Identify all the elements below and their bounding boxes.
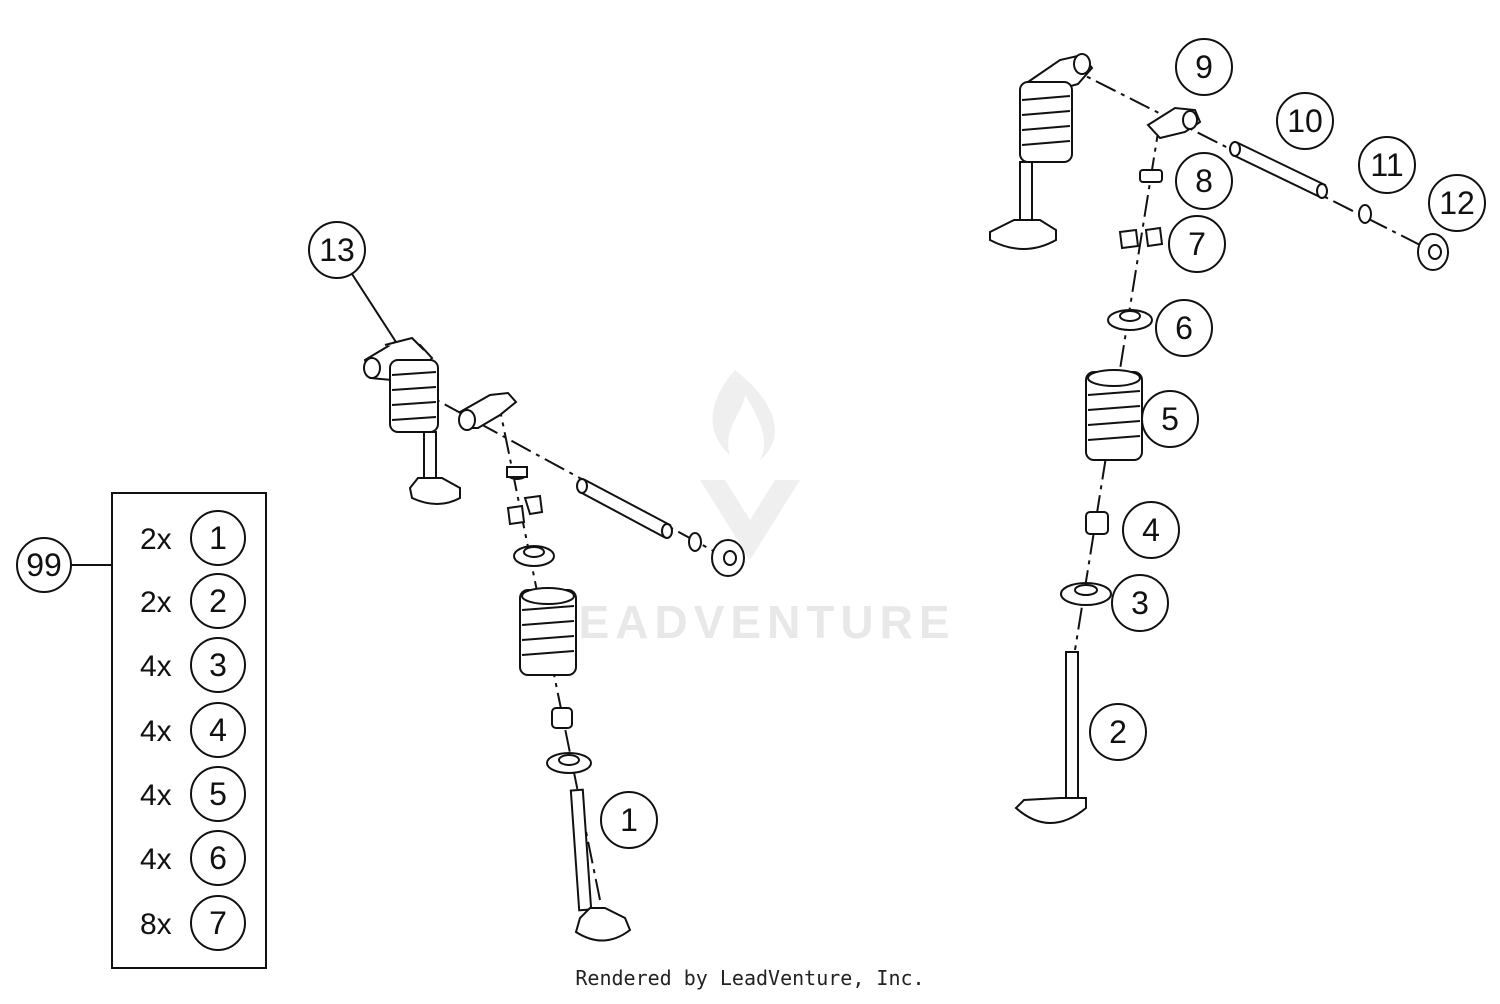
callout-3: 3 [1111,574,1169,632]
kit-row: 4x 5 [140,766,246,822]
kit-qty: 2x [140,586,172,619]
callout-4: 4 [1122,501,1180,559]
kit-ref: 6 [209,840,227,876]
valve-keeper-right-a [1118,228,1140,250]
svg-text:3: 3 [1131,585,1149,621]
callout-1: 1 [600,791,658,849]
valve-keeper-left-a [523,494,544,516]
kit-number: 99 [26,547,62,583]
kit-ref: 4 [209,712,227,748]
callout-7: 7 [1168,215,1226,273]
stem-seal-right [1085,511,1109,535]
kit-qty: 4x [140,779,172,812]
watermark-text: LEADVENTURE [544,596,955,648]
callout-5: 5 [1141,390,1199,448]
valve-spring-right [1085,369,1143,461]
circlip-left [688,532,702,552]
kit-row: 4x 4 [140,702,246,758]
kit-row: 2x 1 [140,510,246,566]
valve-right [1014,651,1087,824]
svg-text:11: 11 [1370,147,1403,183]
svg-text:8: 8 [1195,163,1213,199]
valve-left-rear [408,431,461,505]
kit-qty: 8x [140,908,172,941]
callout-10: 10 [1276,92,1334,150]
kit-ref: 7 [209,905,227,941]
valve-spring-left-rear [389,359,439,433]
kit-row: 4x 6 [140,830,246,886]
left-valve-assembly [363,336,745,942]
rocker-shaft-right [1229,141,1328,199]
rocker-arm-right-b [1146,106,1202,140]
rocker-shaft-left [576,478,673,539]
watermark-logo: LEADVENTURE [544,370,955,648]
spring-retainer-left-inner [523,546,545,558]
stem-seal-left [551,707,573,729]
rocker-arm-left-b [458,391,518,431]
callout-8: 8 [1175,152,1233,210]
kit-row: 4x 3 [140,637,246,693]
right-valve-assembly [989,53,1449,824]
svg-text:4: 4 [1142,512,1160,548]
svg-text:12: 12 [1439,185,1475,221]
render-credit: Rendered by LeadVenture, Inc. [575,966,925,990]
kit-qty: 4x [140,715,172,748]
kit-ref: 5 [209,776,227,812]
svg-text:2: 2 [1109,714,1127,750]
callout-11: 11 [1358,136,1416,194]
valve-spring-right-rear [1019,81,1073,163]
kit-callout: 99 [16,537,112,593]
callout-13: 13 [308,221,397,343]
callout-12: 12 [1428,174,1486,232]
shim-left-body [506,466,528,478]
svg-text:10: 10 [1287,103,1323,139]
svg-text:9: 9 [1195,49,1213,85]
plug-screw-left [711,539,745,577]
svg-text:6: 6 [1175,310,1193,346]
kit-ref: 3 [209,647,227,683]
kit-row: 8x 7 [140,895,246,951]
kit-qty: 4x [140,650,172,683]
callout-6: 6 [1155,299,1213,357]
kit-ref: 1 [209,520,227,556]
circlip-right [1358,204,1372,224]
svg-text:1: 1 [620,802,638,838]
valve-keeper-left-b [506,504,526,526]
valve-right-rear [989,161,1057,250]
valve-keeper-right-b [1144,226,1164,248]
callout-2: 2 [1089,703,1147,761]
svg-text:13: 13 [319,232,355,268]
svg-text:5: 5 [1161,401,1179,437]
kit-qty: 4x [140,843,172,876]
shim-right [1139,169,1163,183]
spring-seat-left-inner [558,754,580,766]
kit-row: 2x 2 [140,573,246,629]
kit-ref: 2 [209,583,227,619]
spring-retainer-right-inner [1119,310,1141,322]
valve-spring-left [519,587,577,676]
kit-qty: 2x [140,523,172,556]
plug-screw-right [1417,233,1449,271]
callout-9: 9 [1175,38,1233,96]
svg-text:7: 7 [1188,226,1206,262]
valve-left [569,788,632,942]
spring-seat-right-inner [1074,584,1098,596]
